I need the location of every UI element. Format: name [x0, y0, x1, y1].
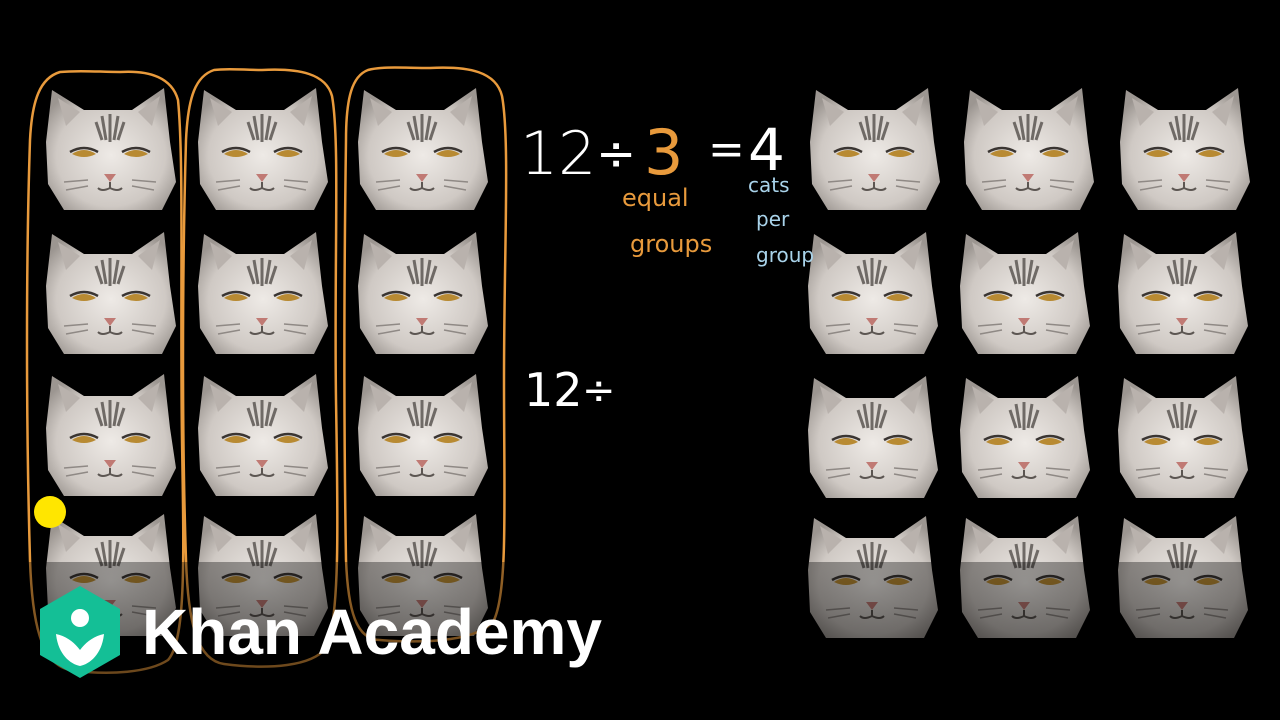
divisor-note-line1: equal	[622, 184, 689, 212]
cat-image	[196, 230, 330, 356]
cat-grid-right	[806, 86, 1252, 640]
cat-image	[1116, 230, 1250, 356]
equation-bottom: 12 ÷	[524, 363, 616, 417]
cat-image	[958, 230, 1092, 356]
cat-image	[44, 372, 178, 498]
divisor-note: equal groups	[622, 184, 712, 258]
cat-grid-left	[44, 86, 490, 638]
equation-top-dividend: 12	[520, 119, 596, 189]
cat-image	[44, 230, 178, 356]
cat-image	[196, 86, 330, 212]
pointer-cursor	[34, 496, 66, 528]
khan-academy-watermark: Khan Academy	[38, 582, 602, 682]
equation-top: 12 ÷ 3 = 4	[520, 116, 785, 189]
cat-image	[356, 86, 490, 212]
cat-image	[196, 372, 330, 498]
equation-top-divisor: 3	[644, 116, 683, 189]
cat-image	[1116, 374, 1250, 500]
cat-image	[44, 86, 178, 212]
divisor-note-line2: groups	[630, 230, 712, 258]
quotient-note-line2: per	[756, 207, 790, 231]
watermark-band	[0, 562, 1280, 720]
equation-bottom-dividend: 12	[524, 363, 583, 417]
equation-top-operator: ÷	[596, 126, 636, 182]
quotient-note-line1: cats	[748, 173, 790, 197]
equation-top-equals: =	[708, 124, 745, 175]
khan-academy-wordmark: Khan Academy	[142, 596, 602, 668]
cat-image	[806, 230, 940, 356]
cat-image	[1118, 86, 1252, 212]
khan-academy-hexagon-icon	[40, 586, 120, 678]
cat-image	[962, 86, 1096, 212]
cat-image	[356, 230, 490, 356]
cat-image	[808, 86, 942, 212]
cat-image	[958, 374, 1092, 500]
quotient-note: cats per group	[748, 173, 814, 267]
cat-image	[356, 372, 490, 498]
quotient-note-line3: group	[756, 243, 814, 267]
cat-image	[806, 374, 940, 500]
equation-bottom-operator: ÷	[582, 368, 616, 414]
equation-top-quotient: 4	[748, 116, 785, 184]
